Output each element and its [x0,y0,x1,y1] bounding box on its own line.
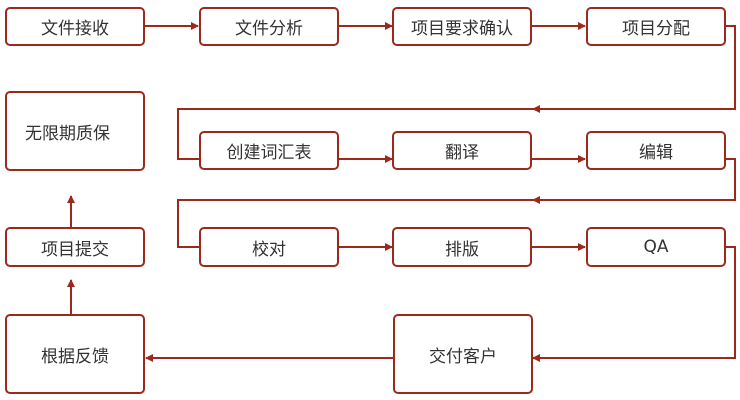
step-submit: 项目提交 [5,227,145,267]
connector-qa-to-deliver [532,246,736,362]
step-file-receive: 文件接收 [5,7,145,46]
step-edit: 编辑 [586,131,726,170]
step-translate: 翻译 [392,131,532,170]
connector-assign-to-row2 [532,25,736,113]
step-project-assign: 项目分配 [586,7,726,46]
connector-row3-to-proofread [177,199,534,248]
step-requirement-confirm: 项目要求确认 [392,7,532,46]
step-deliver: 交付客户 [393,314,533,394]
step-proofread: 校对 [199,227,339,267]
step-warranty: 无限期质保 [5,91,145,171]
step-file-analysis: 文件分析 [199,7,339,46]
connector-row2-to-glossary [177,108,534,160]
step-feedback: 根据反馈 [5,314,145,394]
step-qa: QA [586,227,726,267]
step-typeset: 排版 [392,227,532,267]
connector-edit-to-row3 [532,158,736,204]
step-glossary: 创建词汇表 [199,131,339,170]
